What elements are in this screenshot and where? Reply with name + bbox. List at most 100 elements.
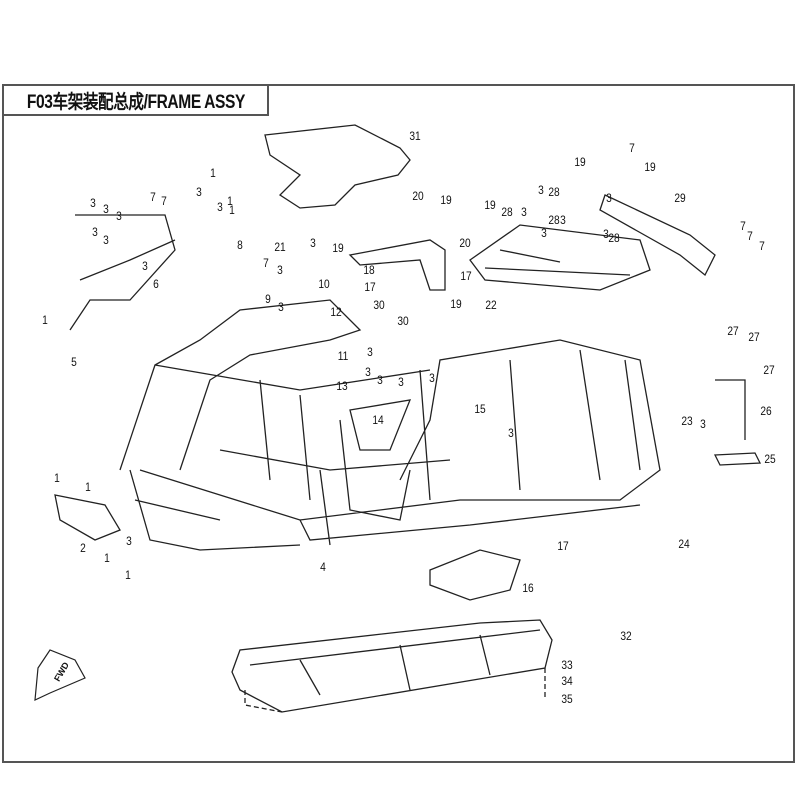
callout-number[interactable]: 22 — [485, 298, 497, 312]
callout-number[interactable]: 31 — [409, 129, 421, 143]
callout-number[interactable]: 18 — [363, 263, 375, 277]
callout-number[interactable]: 19 — [574, 155, 586, 169]
callout-number[interactable]: 30 — [373, 298, 385, 312]
callout-number[interactable]: 12 — [330, 305, 342, 319]
callout-number[interactable]: 1 — [125, 568, 131, 582]
callout-number[interactable]: 3 — [377, 373, 383, 387]
callout-number[interactable]: 3 — [367, 345, 373, 359]
callout-number[interactable]: 1 — [42, 313, 48, 327]
callout-number[interactable]: 3 — [606, 191, 612, 205]
callout-number[interactable]: 11 — [337, 349, 349, 363]
callout-number[interactable]: 3 — [103, 233, 109, 247]
callout-number[interactable]: 7 — [629, 141, 635, 155]
callout-number[interactable]: 3 — [142, 259, 148, 273]
callout-number[interactable]: 3 — [196, 185, 202, 199]
callout-number[interactable]: 3 — [90, 196, 96, 210]
callout-number[interactable]: 19 — [644, 160, 656, 174]
callout-number[interactable]: 15 — [474, 402, 486, 416]
callout-number[interactable]: 10 — [318, 277, 330, 291]
part-22-rack — [469, 224, 651, 291]
callout-number[interactable]: 2 — [80, 541, 86, 555]
callout-number[interactable]: 1 — [227, 194, 233, 208]
callout-number[interactable]: 24 — [678, 537, 690, 551]
callout-number[interactable]: 13 — [336, 379, 348, 393]
callout-number[interactable]: 3 — [521, 205, 527, 219]
callout-number[interactable]: 14 — [372, 413, 384, 427]
callout-number[interactable]: 3 — [103, 202, 109, 216]
callout-number[interactable]: 6 — [153, 277, 159, 291]
callout-number[interactable]: 28 — [548, 213, 560, 227]
callout-number[interactable]: 7 — [759, 239, 765, 253]
callout-number[interactable]: 17 — [557, 539, 569, 553]
page-title: F03车架装配总成/FRAME ASSY — [26, 91, 245, 113]
callout-number[interactable]: 3 — [365, 365, 371, 379]
part-32-skid-plate — [231, 619, 553, 713]
callout-number[interactable]: 3 — [538, 183, 544, 197]
callout-number[interactable]: 1 — [104, 551, 110, 565]
callout-number[interactable]: 35 — [561, 692, 573, 706]
callout-number[interactable]: 17 — [364, 280, 376, 294]
callout-number[interactable]: 32 — [620, 629, 632, 643]
callout-number[interactable]: 1 — [54, 471, 60, 485]
callout-number[interactable]: 3 — [700, 417, 706, 431]
part-18-bracket — [348, 239, 446, 291]
title-box: F03车架装配总成/FRAME ASSY — [2, 84, 269, 116]
callout-number[interactable]: 3 — [92, 225, 98, 239]
callout-number[interactable]: 33 — [561, 658, 573, 672]
callout-number[interactable]: 3 — [508, 426, 514, 440]
main-frame — [119, 299, 661, 546]
callout-number[interactable]: 16 — [522, 581, 534, 595]
front-lower-frame — [129, 469, 301, 551]
callout-number[interactable]: 27 — [727, 324, 739, 338]
part-25-plate — [713, 452, 762, 466]
callout-number[interactable]: 3 — [126, 534, 132, 548]
part-31-plate — [264, 124, 411, 209]
callout-number[interactable]: 19 — [440, 193, 452, 207]
callout-number[interactable]: 3 — [310, 236, 316, 250]
callout-number[interactable]: 4 — [320, 560, 326, 574]
callout-number[interactable]: 5 — [71, 355, 77, 369]
callout-number[interactable]: 23 — [681, 414, 693, 428]
callout-number[interactable]: 3 — [560, 213, 566, 227]
callout-number[interactable]: 3 — [541, 226, 547, 240]
callout-number[interactable]: 3 — [429, 371, 435, 385]
callout-number[interactable]: 26 — [760, 404, 772, 418]
callout-number[interactable]: 9 — [265, 292, 271, 306]
callout-number[interactable]: 20 — [412, 189, 424, 203]
callout-number[interactable]: 3 — [398, 375, 404, 389]
callout-number[interactable]: 1 — [85, 480, 91, 494]
callout-number[interactable]: 30 — [397, 314, 409, 328]
callout-number[interactable]: 21 — [274, 240, 286, 254]
callout-number[interactable]: 27 — [748, 330, 760, 344]
callout-number[interactable]: 19 — [332, 241, 344, 255]
callout-number[interactable]: 1 — [229, 203, 235, 217]
callout-number[interactable]: 7 — [740, 219, 746, 233]
part-2-bracket — [54, 494, 121, 541]
callout-number[interactable]: 28 — [608, 231, 620, 245]
callout-number[interactable]: 7 — [161, 194, 167, 208]
callout-number[interactable]: 1 — [210, 166, 216, 180]
callout-number[interactable]: 7 — [263, 256, 269, 270]
callout-number[interactable]: 8 — [237, 238, 243, 252]
callout-number[interactable]: 19 — [484, 198, 496, 212]
callout-number[interactable]: 28 — [548, 185, 560, 199]
callout-number[interactable]: 3 — [217, 200, 223, 214]
callout-number[interactable]: 7 — [150, 190, 156, 204]
callout-number[interactable]: 7 — [747, 229, 753, 243]
callout-number[interactable]: 28 — [501, 205, 513, 219]
callout-number[interactable]: 3 — [277, 263, 283, 277]
part-29-bar — [599, 194, 716, 277]
diagram-border — [2, 84, 795, 763]
callout-number[interactable]: 19 — [450, 297, 462, 311]
callout-number[interactable]: 17 — [460, 269, 472, 283]
part-32-dashed-guide — [244, 668, 546, 713]
callout-number[interactable]: 20 — [459, 236, 471, 250]
callout-number[interactable]: 3 — [116, 209, 122, 223]
part-14-bracket — [349, 399, 412, 451]
callout-number[interactable]: 25 — [764, 452, 776, 466]
callout-number[interactable]: 3 — [278, 300, 284, 314]
callout-number[interactable]: 29 — [674, 191, 686, 205]
callout-number[interactable]: 27 — [763, 363, 775, 377]
callout-number[interactable]: 34 — [561, 674, 573, 688]
callout-number[interactable]: 3 — [603, 227, 609, 241]
